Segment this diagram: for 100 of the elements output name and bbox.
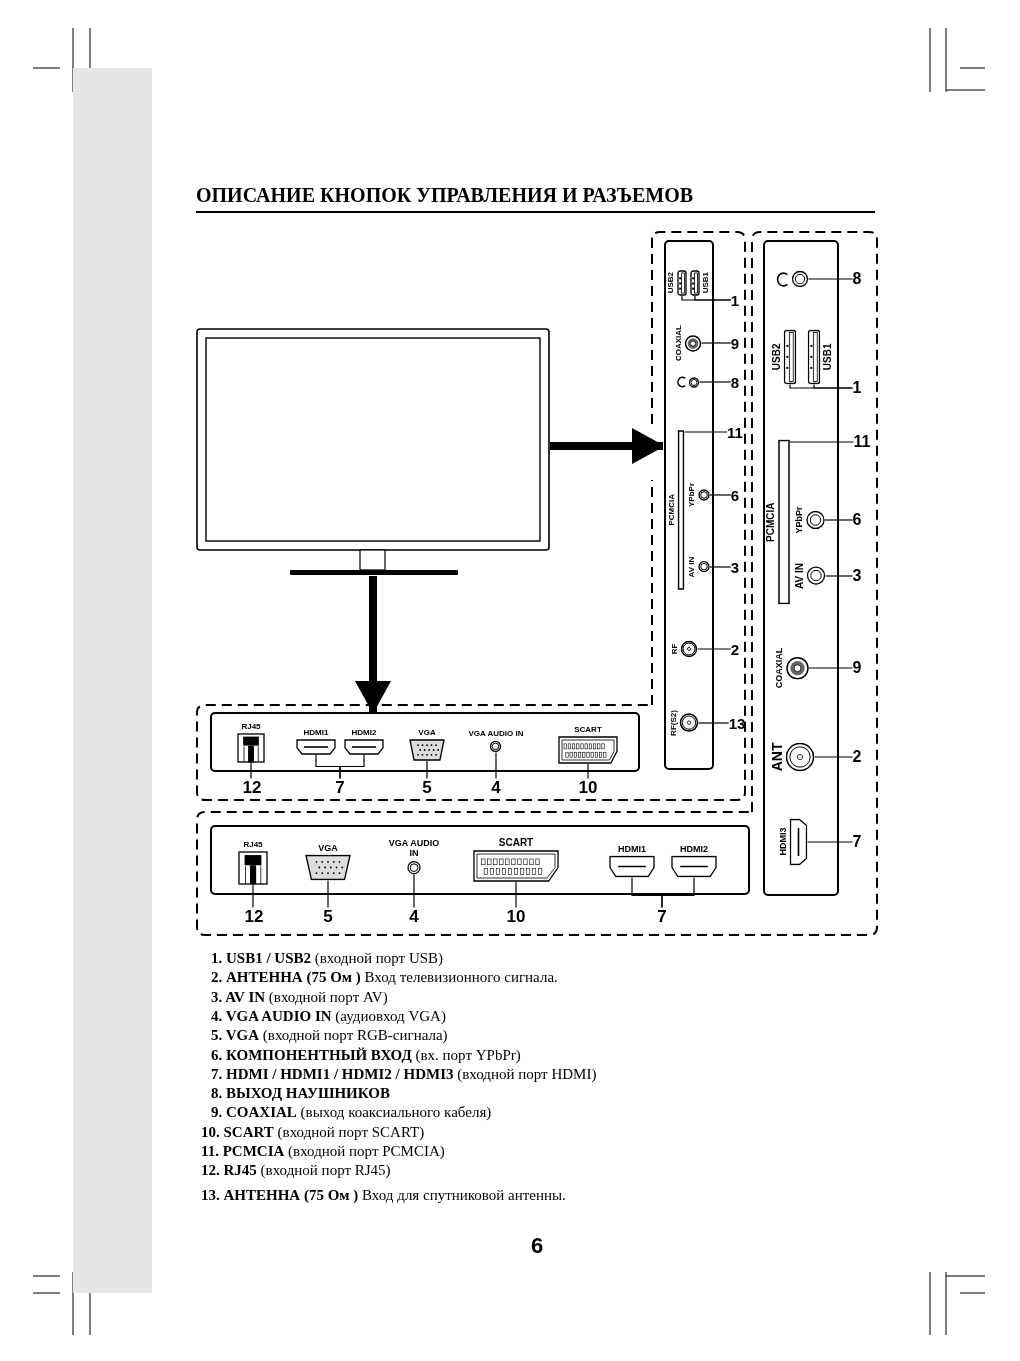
callout-number: 9 <box>852 660 862 676</box>
callout-number: 11 <box>727 424 743 440</box>
port-label: HDMI2 <box>351 729 377 737</box>
port-label: USB2 <box>667 272 675 294</box>
leader-line <box>807 278 854 280</box>
port-label: YPbPr <box>688 483 696 507</box>
list-item: 2. АНТЕННА (75 Ом ) Вход телевизионного сигнала. <box>211 970 558 986</box>
list-item: 13. АНТЕННА (75 Ом ) Вход для спутниковой антенны. <box>201 1187 566 1203</box>
callout-number: 7 <box>852 834 862 850</box>
callout-number: 6 <box>730 487 740 503</box>
list-item: 5. VGA (входной порт RGB-сигнала) <box>211 1028 448 1044</box>
port-label: AV IN <box>794 563 805 589</box>
leader-line <box>813 383 854 389</box>
page-title: ОПИСАНИЕ КНОПОК УПРАВЛЕНИЯ И РАЗЪЕМОВ <box>196 185 694 205</box>
leader-line <box>250 762 252 780</box>
port-label: PCMCIA <box>766 502 776 542</box>
leader-line <box>495 752 497 780</box>
leader-line <box>661 876 695 909</box>
list-item: 10. SCART (входной порт SCART) <box>201 1124 425 1140</box>
port-label: RJ45 <box>243 841 263 849</box>
leader-line <box>683 431 728 433</box>
callout-number: 10 <box>506 907 526 925</box>
side-band <box>73 68 152 1293</box>
leader-line <box>696 648 732 650</box>
port-label: PCMCIA <box>667 494 676 526</box>
leader-line <box>709 494 732 496</box>
port-label: USB1 <box>702 272 710 294</box>
port-label: AV IN <box>688 556 696 578</box>
port-label: VGA <box>418 729 436 737</box>
port-label: RJ45 <box>241 723 261 731</box>
leader-line <box>587 763 589 780</box>
port-label: SCART <box>574 726 602 734</box>
callout-number: 8 <box>730 374 740 390</box>
leader-line <box>327 879 329 909</box>
port-label: HDMI3 <box>778 828 788 856</box>
leader-line <box>709 566 732 568</box>
callout-number: 1 <box>852 380 862 396</box>
leader-line <box>808 667 854 669</box>
leader-line <box>789 441 855 443</box>
port-label: HDMI1 <box>303 729 329 737</box>
page-number: 6 <box>530 1235 544 1257</box>
port-label: USB2 <box>771 343 782 371</box>
port-label: YPbPr <box>795 506 804 534</box>
leader-line <box>698 381 732 383</box>
port-label: USB1 <box>822 343 833 371</box>
port-label: SCART <box>498 838 534 848</box>
port-label: HDMI2 <box>680 844 708 854</box>
callout-number: 12 <box>244 907 264 925</box>
callout-number: 9 <box>730 335 740 351</box>
leader-line <box>515 881 517 909</box>
port-label: RF <box>670 643 679 655</box>
leader-line <box>413 873 415 909</box>
port-label: HDMI1 <box>618 844 646 854</box>
port-label: COAXIAL <box>775 647 784 689</box>
callout-number: 1 <box>730 292 740 308</box>
callout-number: 13 <box>728 715 746 731</box>
list-item: 4. VGA AUDIO IN (аудиовход VGA) <box>211 1008 446 1024</box>
list-item: 12. RJ45 (входной порт RJ45) <box>201 1163 391 1179</box>
connector-panel <box>664 240 714 770</box>
list-item: 8. ВЫХОД НАУШНИКОВ <box>211 1086 390 1102</box>
leader-line <box>426 760 428 780</box>
callout-number: 2 <box>730 641 740 657</box>
callout-number: 5 <box>323 907 333 925</box>
callout-number: 5 <box>422 778 432 796</box>
callout-number: 7 <box>335 778 345 796</box>
port-label: RF(S2) <box>669 710 678 736</box>
list-item: 1. USB1 / USB2 (входной порт USB) <box>211 951 444 966</box>
list-item: 3. AV IN (входной порт AV) <box>211 989 388 1005</box>
callout-number: 7 <box>657 907 667 925</box>
leader-line <box>252 884 254 909</box>
list-item: 6. КОМПОНЕНТНЫЙ ВХОД (вх. порт YPbPr) <box>211 1047 521 1063</box>
port-label: VGA AUDIO IN <box>468 729 524 739</box>
connector-panel <box>210 712 640 772</box>
callout-number: 4 <box>491 778 501 796</box>
leader-line <box>824 519 854 521</box>
leader-line <box>697 722 730 724</box>
callout-number: 4 <box>409 907 419 925</box>
leader-line <box>806 841 854 843</box>
leader-line <box>339 754 365 780</box>
connector-panel <box>763 240 839 896</box>
callout-number: 11 <box>853 434 871 450</box>
list-item: 9. COAXIAL (выход коаксиального кабеля) <box>211 1105 492 1121</box>
list-item: 7. HDMI / HDMI1 / HDMI2 / HDMI3 (входной порт HDMI) <box>211 1066 597 1082</box>
list-item: 11. PCMCIA (входной порт PCMCIA) <box>201 1144 445 1159</box>
port-label: VGA AUDIO IN <box>387 837 441 859</box>
callout-number: 10 <box>578 778 598 796</box>
callout-number: 2 <box>852 749 862 765</box>
callout-number: 3 <box>730 559 740 575</box>
callout-number: 8 <box>852 271 862 287</box>
leader-line <box>824 575 854 577</box>
port-label: COAXIAL <box>674 325 683 361</box>
leader-line <box>694 295 732 301</box>
callout-number: 3 <box>852 568 862 584</box>
port-label: VGA <box>318 843 338 853</box>
leader-line <box>813 756 854 758</box>
callout-number: 6 <box>852 512 862 528</box>
port-label: ANT <box>769 742 784 772</box>
leader-line <box>700 342 732 344</box>
callout-number: 12 <box>242 778 262 796</box>
connector-panel <box>210 825 750 895</box>
